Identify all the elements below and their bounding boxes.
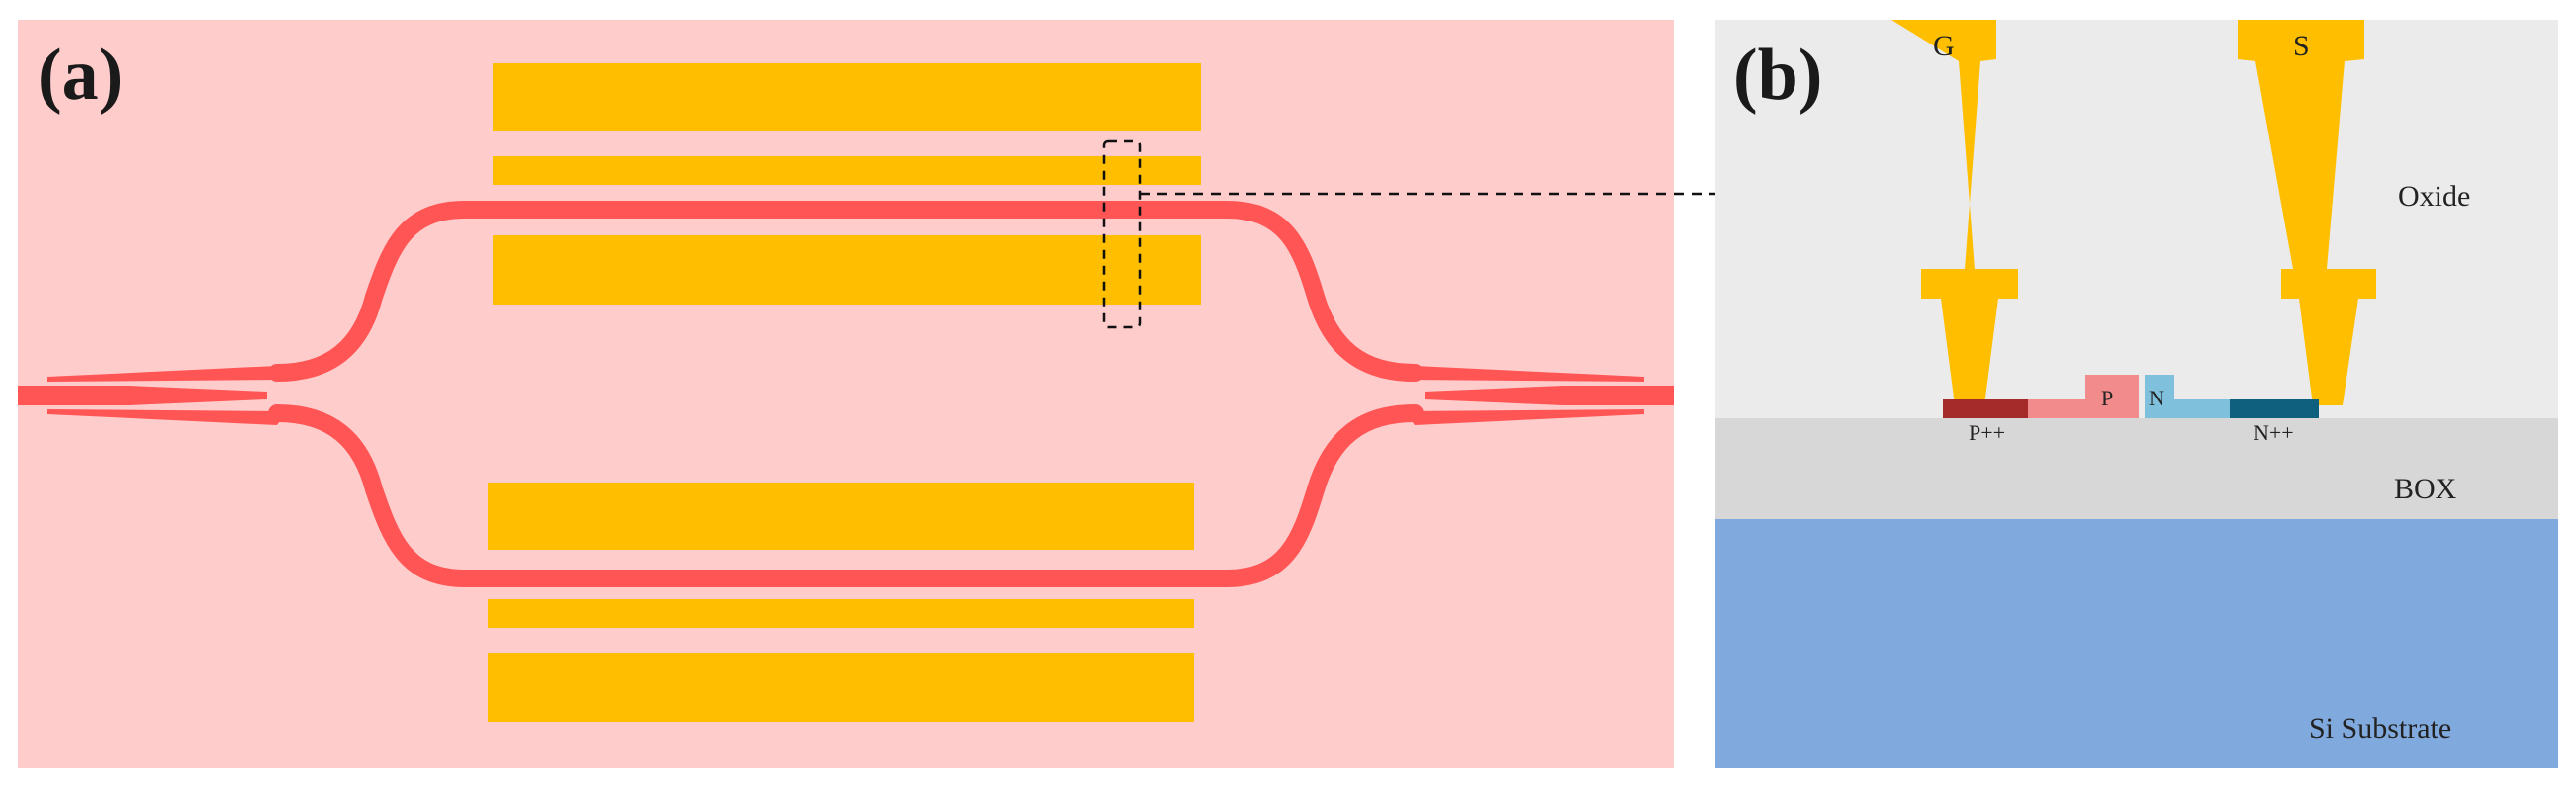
- bottom-inner-electrode: [488, 483, 1194, 550]
- n-slab-region: [2145, 399, 2230, 418]
- output-taper: [1425, 386, 1674, 405]
- panel-a: (a): [18, 20, 1674, 768]
- top-outer-electrode: [493, 63, 1201, 131]
- top-thin-electrode: [493, 156, 1201, 185]
- lower-arm-waveguide: [268, 404, 1424, 587]
- top-inner-electrode: [493, 235, 1201, 305]
- oxide-layer: [1715, 20, 2558, 418]
- box-layer: [1715, 418, 2558, 519]
- si-substrate-layer: [1715, 519, 2558, 768]
- left-electrode-g: [1891, 20, 2018, 405]
- panel-a-label: (a): [38, 35, 123, 116]
- n-plus-plus-label: N++: [2254, 420, 2294, 445]
- p-plus-plus-region: [1943, 399, 2028, 418]
- input-splitter-lower: [47, 409, 287, 425]
- oxide-label: Oxide: [2398, 180, 2470, 213]
- input-splitter-upper: [47, 366, 287, 382]
- input-taper: [18, 386, 267, 405]
- electrode-s-label: S: [2293, 30, 2310, 62]
- output-combiner-upper: [1405, 366, 1644, 382]
- electrode-g-label: G: [1933, 30, 1955, 62]
- upper-arm-waveguide: [268, 201, 1424, 382]
- panel-b-label: (b): [1733, 35, 1822, 116]
- right-electrode-s: [2238, 20, 2376, 405]
- n-plus-plus-region: [2230, 399, 2319, 418]
- p-label: P: [2101, 386, 2113, 410]
- n-label: N: [2149, 386, 2164, 410]
- bottom-outer-electrode: [488, 653, 1194, 722]
- cross-section-marker: [1102, 139, 1142, 329]
- substrate-label: Si Substrate: [2309, 712, 2451, 745]
- output-combiner-lower: [1405, 409, 1644, 425]
- panel-a-background: [18, 20, 1674, 768]
- bottom-thin-electrode: [488, 599, 1194, 628]
- p-plus-plus-label: P++: [1969, 420, 2005, 445]
- p-rib-region: [2085, 375, 2139, 418]
- panel-b: (b) G S Oxide BOX Si Substrate P N P++ N…: [1715, 20, 2558, 768]
- box-label: BOX: [2394, 473, 2457, 505]
